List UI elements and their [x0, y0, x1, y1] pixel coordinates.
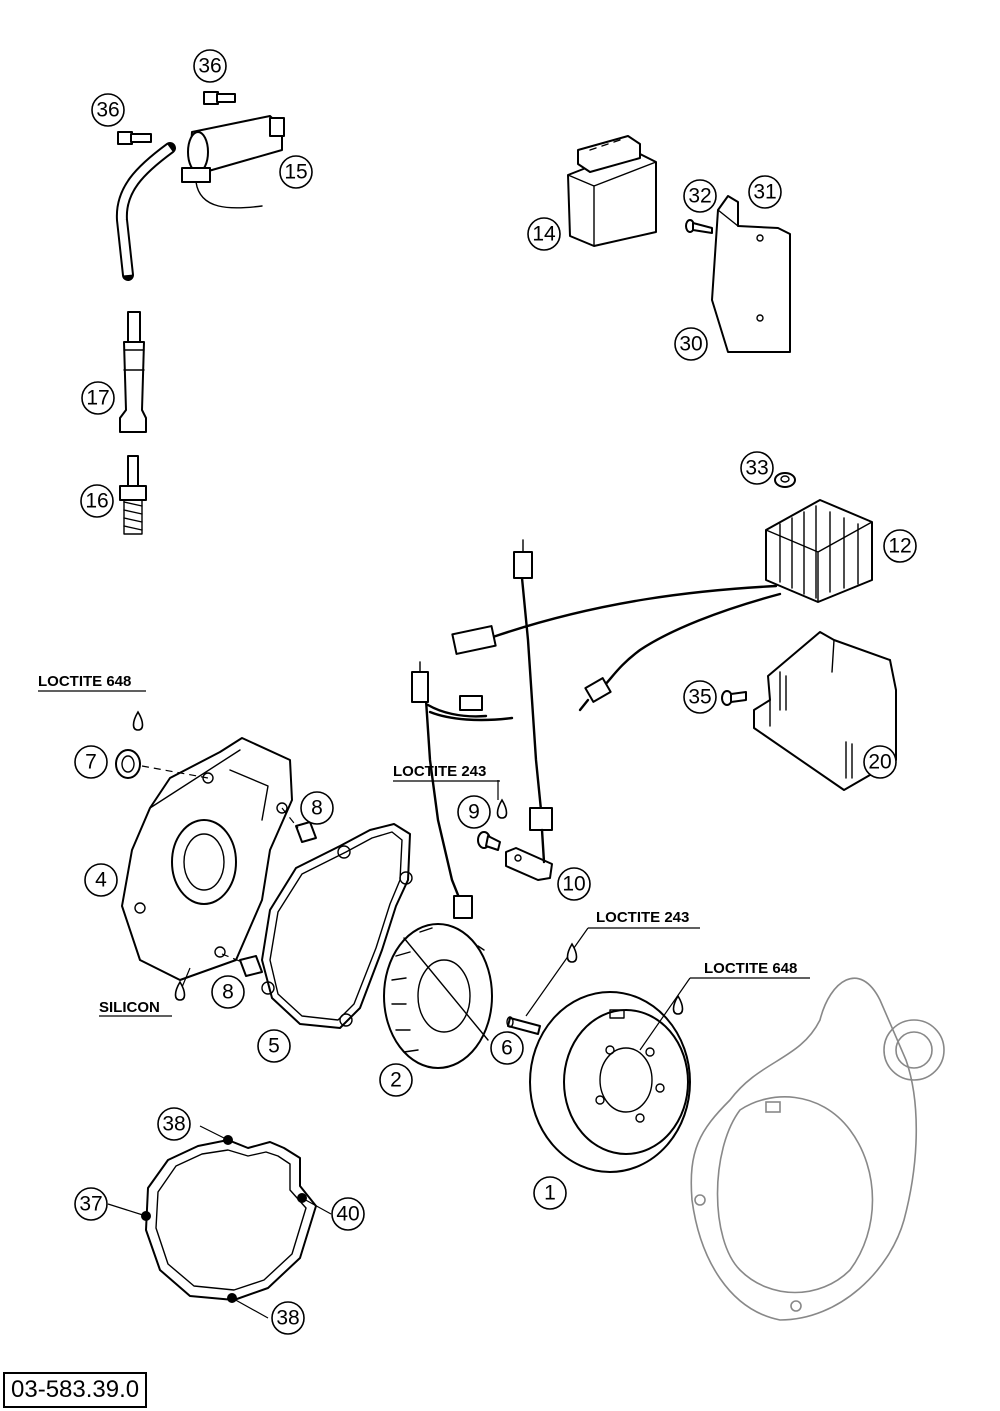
callout-8-lower: 8 [211, 975, 245, 1009]
callout-33: 33 [740, 451, 774, 485]
callout-16: 16 [80, 484, 114, 518]
callout-31: 31 [748, 175, 782, 209]
callout-5: 5 [257, 1029, 291, 1063]
ignition-cover-part [121, 737, 293, 981]
svg-text:33: 33 [745, 457, 768, 480]
svg-text:9: 9 [468, 801, 480, 824]
svg-text:31: 31 [753, 181, 776, 204]
bolt-36-upper [203, 91, 236, 105]
ignition-coil-part [115, 115, 285, 281]
regulator-harness [451, 539, 782, 831]
svg-text:37: 37 [79, 1193, 102, 1216]
svg-text:4: 4 [95, 869, 107, 892]
callout-40: 40 [331, 1197, 365, 1231]
engine-case-outline [690, 977, 945, 1321]
svg-text:40: 40 [336, 1203, 359, 1226]
svg-text:14: 14 [532, 223, 556, 246]
svg-text:10: 10 [562, 873, 585, 896]
sleeve-8-upper-axis [281, 807, 299, 829]
callout-17: 17 [81, 381, 115, 415]
callout-6: 6 [490, 1031, 524, 1065]
callout-8-upper: 8 [300, 791, 334, 825]
leader-lines [107, 780, 810, 1319]
callout-4: 4 [84, 863, 118, 897]
plug-7 [115, 749, 141, 779]
callout-12: 12 [883, 529, 917, 563]
note-silicon: SILICON [99, 999, 160, 1016]
svg-text:5: 5 [268, 1035, 280, 1058]
callout-1: 1 [533, 1176, 567, 1210]
callout-35: 35 [683, 680, 717, 714]
callout-7: 7 [74, 745, 108, 779]
stator-harness [411, 661, 514, 919]
stator-part [383, 923, 493, 1069]
callout-20: 20 [863, 745, 897, 779]
svg-text:6: 6 [501, 1037, 513, 1060]
pin-6-part [506, 1016, 541, 1035]
pickup-sensor-part [505, 828, 553, 881]
callout-38-bottom: 38 [271, 1301, 305, 1335]
bolt-36-left [117, 131, 152, 145]
svg-text:36: 36 [198, 55, 221, 78]
svg-text:12: 12 [888, 535, 911, 558]
note-loctite-648-b: LOCTITE 648 [704, 960, 797, 977]
note-labels: LOCTITE 648 LOCTITE 243 LOCTITE 243 LOCT… [38, 673, 797, 1017]
svg-text:36: 36 [96, 99, 119, 122]
drop-loctite-648-b [672, 994, 684, 1015]
sleeve-8-lower [239, 955, 263, 977]
spark-plug-part [119, 455, 147, 535]
cdi-bracket-part [711, 195, 791, 353]
callout-9: 9 [457, 795, 491, 829]
drop-loctite-243-a [496, 798, 508, 819]
svg-text:1: 1 [544, 1182, 556, 1205]
callout-10: 10 [557, 867, 591, 901]
drop-loctite-243-b [566, 942, 578, 963]
svg-text:15: 15 [284, 161, 307, 184]
svg-text:8: 8 [311, 797, 323, 820]
screw-32 [685, 219, 713, 234]
svg-text:38: 38 [162, 1113, 185, 1136]
svg-text:32: 32 [688, 185, 711, 208]
drawing-code: 03-583.39.0 [3, 1372, 148, 1408]
drop-silicon [174, 980, 186, 1001]
svg-text:20: 20 [868, 751, 891, 774]
svg-text:8: 8 [222, 981, 234, 1004]
callout-2: 2 [379, 1063, 413, 1097]
cover-gasket-part [261, 823, 413, 1029]
cdi-unit-part [567, 135, 657, 247]
note-loctite-243-b: LOCTITE 243 [596, 909, 689, 926]
spark-plug-connector-part [119, 311, 147, 433]
svg-text:30: 30 [679, 333, 702, 356]
generator-gasket-part [141, 1135, 317, 1303]
svg-text:38: 38 [276, 1307, 299, 1330]
voltage-regulator-part [765, 499, 873, 603]
sleeve-8-lower-axis [221, 953, 243, 963]
svg-text:16: 16 [85, 490, 108, 513]
svg-text:2: 2 [390, 1069, 402, 1092]
note-loctite-648-a: LOCTITE 648 [38, 673, 131, 690]
svg-text:17: 17 [86, 387, 109, 410]
callout-37: 37 [74, 1187, 108, 1221]
callout-15: 15 [279, 155, 313, 189]
adhesive-drops [132, 710, 684, 1015]
callout-30: 30 [674, 327, 708, 361]
screw-9 [477, 831, 501, 851]
screw-35 [721, 690, 747, 706]
drop-loctite-648-a [132, 710, 144, 731]
callout-36-left: 36 [91, 93, 125, 127]
sleeve-8-upper [295, 821, 317, 843]
callout-32: 32 [683, 179, 717, 213]
callout-36-top: 36 [193, 49, 227, 83]
nut-33 [774, 472, 796, 488]
svg-text:7: 7 [85, 751, 97, 774]
flywheel-part [529, 991, 691, 1173]
callout-38-top: 38 [157, 1107, 191, 1141]
note-loctite-243-a: LOCTITE 243 [393, 763, 486, 780]
callout-14: 14 [527, 217, 561, 251]
svg-text:35: 35 [688, 686, 711, 709]
